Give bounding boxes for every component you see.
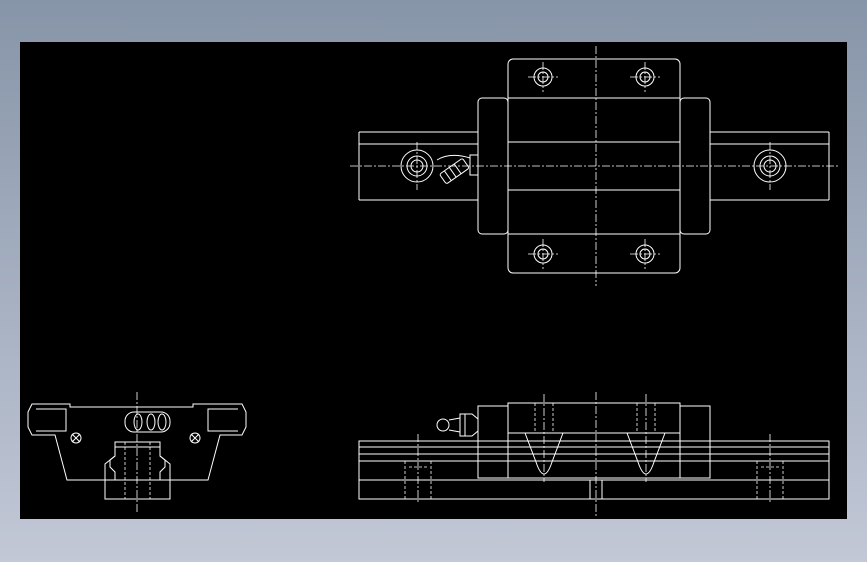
rail-elevation (358, 440, 830, 500)
front-view (358, 392, 830, 516)
cad-drawing-viewport[interactable] (20, 42, 847, 519)
cad-drawing (27, 46, 840, 516)
grease-nipple-plan (436, 154, 479, 184)
rail-end-profile (104, 441, 171, 500)
end-seal-right-elev (679, 405, 711, 479)
carriage-block-elevation (507, 402, 681, 479)
end-bolt-right (189, 432, 201, 444)
grease-nipple-elevation (436, 413, 479, 437)
carriage-end-profile (27, 403, 247, 481)
end-seal-left-elev (477, 405, 509, 479)
end-bolt-left (70, 432, 82, 444)
grease-nipple-end (124, 411, 171, 433)
rail-bolt-right (756, 461, 784, 499)
top-view (350, 46, 840, 286)
end-view (27, 392, 247, 512)
rail-bolt-left (404, 461, 432, 499)
